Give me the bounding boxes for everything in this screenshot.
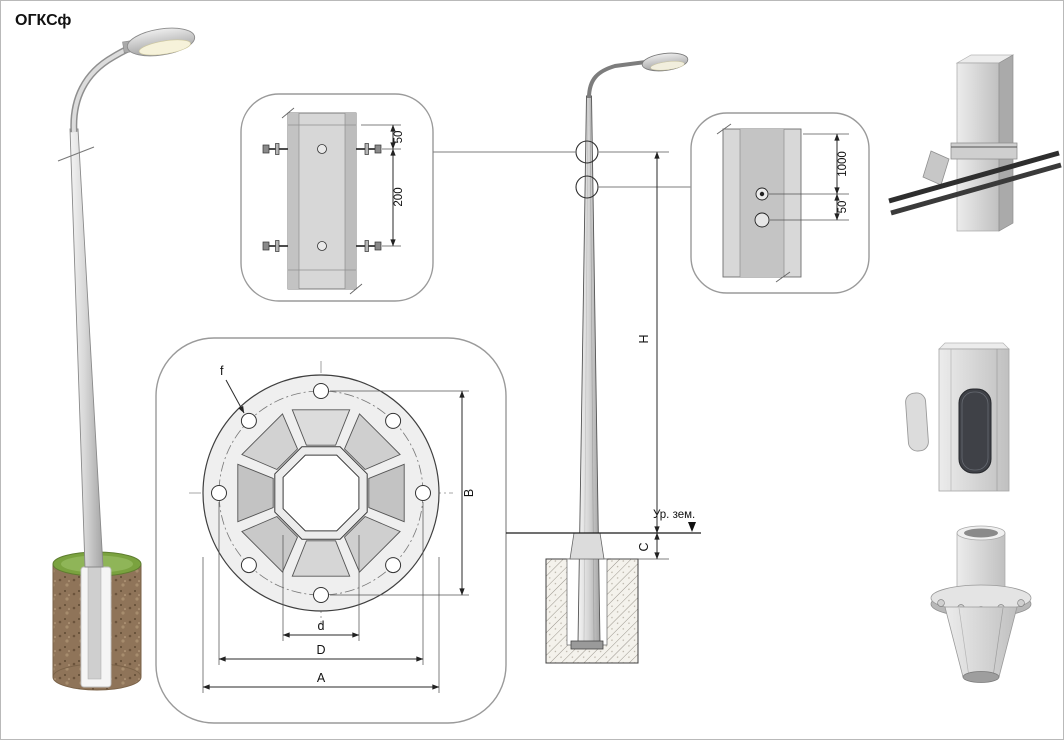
pole-facet-left (288, 113, 299, 289)
flange-plan-callout: f B d D A (155, 337, 507, 724)
bolt-hole (754, 212, 770, 228)
luminaire (641, 52, 689, 72)
skirt-body (944, 606, 1018, 678)
anchor-bracket-3d-render (888, 54, 1062, 232)
luminaire-diffuser (138, 39, 191, 56)
dim-200-label: 200 (393, 187, 405, 206)
facet-line (992, 607, 1004, 678)
base-plate (570, 640, 604, 650)
access-door-3d-render (905, 342, 1010, 492)
gusset-plates (237, 409, 405, 577)
dim-1000-label: 1000 (837, 151, 849, 177)
ground-arrow (688, 522, 696, 532)
bolt-row-lower (262, 240, 382, 252)
anchor-rod-1 (888, 150, 1060, 204)
dim-D-label: D (316, 643, 325, 657)
lamp-arm (587, 60, 647, 99)
break-mark (281, 107, 295, 119)
anchor-rod-2 (890, 162, 1062, 216)
break-mark (775, 271, 791, 283)
hole-leader (225, 379, 245, 414)
detail-right-callout: 1000 50 (690, 112, 870, 294)
tube-bore (964, 528, 998, 538)
dim-C-label: C (637, 542, 651, 551)
flange-base-3d-render (930, 525, 1032, 683)
embedded-pole (87, 566, 102, 680)
bolt-holes (211, 383, 431, 603)
hole-dia-label: f (220, 364, 224, 378)
bolt-pin (759, 191, 765, 197)
hatch-opening (958, 388, 992, 474)
pole-facet-center (740, 129, 784, 277)
skirt-bottom (962, 671, 1000, 683)
pole-3d-render (52, 27, 196, 691)
dim-50-label: 50 (393, 131, 405, 144)
dim-A-label: A (317, 671, 326, 685)
hatch-door (905, 392, 929, 452)
ground-level-label: Ур. зем. (653, 509, 695, 521)
break-mark (57, 146, 95, 162)
pole-facet-right (345, 113, 356, 289)
clamp-band (950, 142, 1018, 160)
ground-collar (569, 532, 605, 560)
dim-H-label: H (637, 334, 651, 343)
page-title: ОГКСф (15, 12, 71, 29)
luminaire (122, 27, 196, 57)
wedge-clamp (922, 150, 950, 186)
dim-50-label: 50 (837, 201, 849, 214)
detail-top-callout: 50 200 (240, 93, 434, 302)
facet-line (958, 607, 970, 678)
hatch-inner-edge (961, 391, 989, 471)
break-mark (349, 283, 363, 295)
pole-shaft (69, 128, 104, 568)
dim-B-label: B (462, 489, 476, 497)
pole-elevation: Ур. зем. H C (433, 52, 701, 664)
bolt-row-upper (262, 143, 382, 155)
dim-d-label: d (318, 619, 325, 633)
break-mark (716, 123, 732, 135)
octagon-inner (282, 454, 360, 532)
section-top-face (938, 342, 1010, 350)
